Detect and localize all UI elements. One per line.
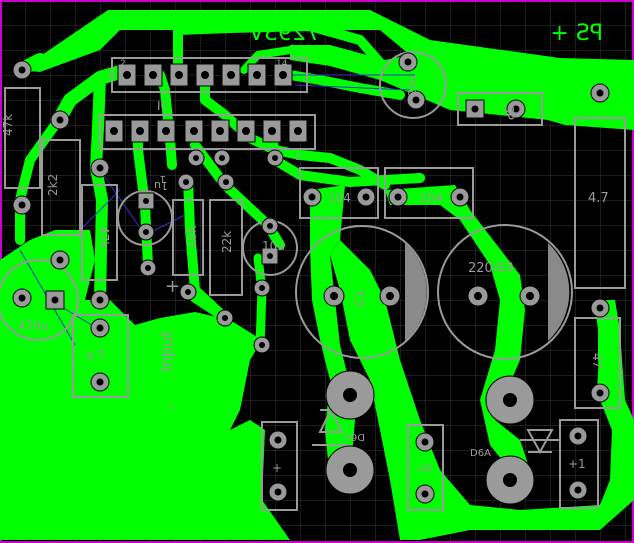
resistor-10k-label: 10k bbox=[185, 226, 199, 248]
spec-text: 5A / 32v bbox=[30, 471, 121, 496]
plus-connector-right-outline bbox=[559, 419, 599, 509]
cap-c1-label: C1 bbox=[353, 290, 367, 306]
resistor-47k-left-outline bbox=[4, 87, 41, 189]
cap-10u-label: 10u bbox=[262, 239, 285, 253]
plus-right-label: +1 bbox=[568, 457, 586, 471]
pin5-label: 5 bbox=[295, 153, 301, 163]
cap-2200-label: 220/63 bbox=[468, 261, 514, 276]
ic-ref-label: IC bbox=[157, 99, 169, 113]
gr-connector-outline bbox=[407, 424, 444, 511]
ic-lower-pads bbox=[104, 119, 308, 143]
round-pads bbox=[12, 52, 610, 504]
cap-c1-outline bbox=[295, 225, 429, 359]
resistor-47k-left-label: 47k bbox=[1, 114, 15, 136]
resistor-10k-outline bbox=[172, 199, 204, 276]
ic-upper-row-outline bbox=[111, 57, 308, 93]
cap-470u-label: 470u bbox=[18, 319, 49, 333]
cap-22u-label: 22u bbox=[406, 75, 419, 96]
input-minus-label: - bbox=[168, 396, 175, 417]
cap-22u-outline bbox=[379, 51, 447, 119]
resistor-4-7-right-label: 4.7 bbox=[588, 191, 609, 206]
cap-1u-outline bbox=[117, 190, 173, 246]
ic-lower-row-outline bbox=[99, 114, 316, 150]
sp-label: SP bbox=[502, 105, 516, 120]
cap-104-b-label: 104 bbox=[420, 191, 443, 205]
diode-right-label: D6A bbox=[470, 448, 491, 459]
resistor-47-right-outline bbox=[574, 317, 621, 409]
resistor-47k-mid-outline bbox=[81, 184, 118, 281]
input-label: Input bbox=[157, 331, 176, 372]
sp-connector-outline bbox=[457, 92, 543, 126]
cap-2200-polarity-shade bbox=[548, 243, 570, 341]
cap-470u-outline bbox=[0, 259, 79, 341]
ground-pour-left bbox=[0, 230, 290, 540]
resistor-2k2-outline bbox=[41, 139, 81, 236]
resistor-22k-label: 22k bbox=[220, 231, 234, 253]
diode-left-label: D6A bbox=[344, 431, 365, 442]
silkscreen-layer bbox=[0, 51, 626, 511]
cap-2200-outline bbox=[437, 224, 573, 360]
cap-104-a-outline bbox=[299, 167, 379, 219]
credit-text: Madjapahit@2018 bbox=[6, 503, 224, 531]
resistor-2k2-label: 2k2 bbox=[46, 174, 60, 196]
resistor-22k-outline bbox=[209, 199, 243, 296]
resistor-47-right-label: 47 bbox=[590, 353, 604, 368]
input-plus-label: + bbox=[165, 276, 180, 297]
pads bbox=[12, 52, 610, 505]
diode-right-symbol bbox=[520, 429, 560, 455]
plus-left-label: + bbox=[272, 461, 282, 475]
pin1-label: 1 bbox=[160, 173, 166, 184]
resistor-47-bottom-label: 4.7 bbox=[86, 349, 105, 363]
cap-1u-label: 1u bbox=[154, 179, 168, 192]
right-rail-pour bbox=[330, 240, 634, 540]
ic-name-label: 7293V bbox=[249, 21, 320, 46]
resistor-47-bottom-outline bbox=[72, 314, 129, 398]
ic-upper-pads bbox=[117, 63, 293, 87]
gr-label: GR bbox=[418, 464, 433, 475]
pin2-label: 2 bbox=[120, 59, 126, 69]
labels: 7293V PS + SP IC 2 14 5 1 47k 2k2 47k 10… bbox=[1, 21, 609, 531]
plus-connector-left-outline bbox=[261, 421, 298, 511]
cap-c1-polarity-shade bbox=[405, 243, 427, 341]
resistor-4-7-right-outline bbox=[574, 117, 626, 289]
resistor-47k-mid-label: 47k bbox=[97, 226, 111, 248]
ps-label: PS + bbox=[550, 21, 603, 46]
cap-104-b-outline bbox=[384, 167, 474, 219]
pin14-label: 14 bbox=[276, 59, 288, 69]
cap-104-a-label: 104 bbox=[328, 191, 351, 205]
